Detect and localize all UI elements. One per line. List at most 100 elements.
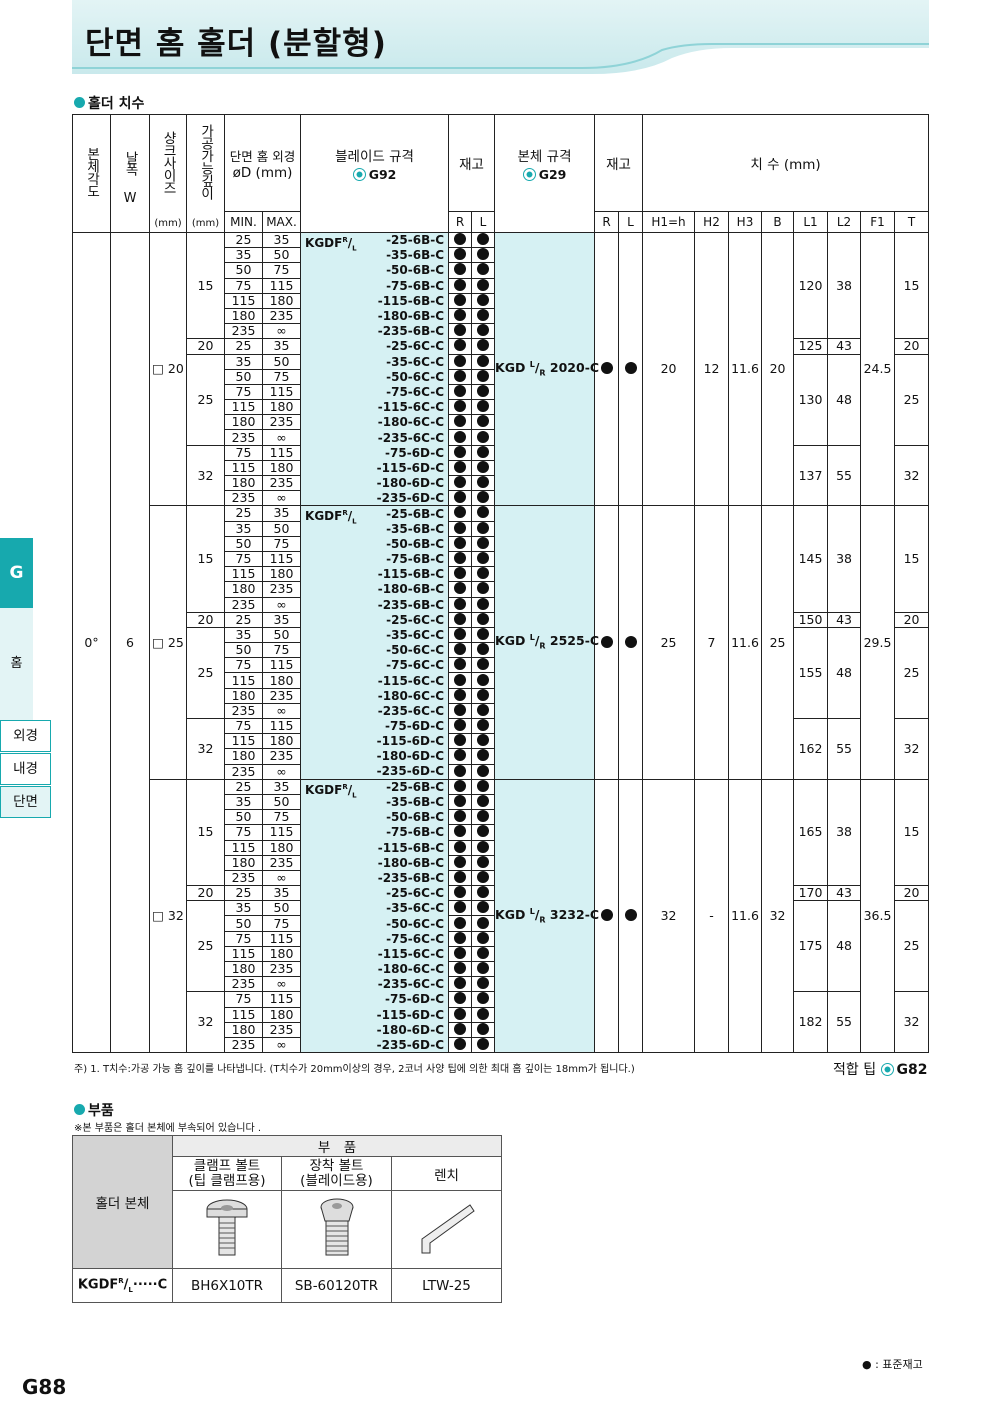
cell-stock-l (471, 414, 496, 431)
cell-stock-r (448, 1036, 473, 1054)
cell-l1: 182 (793, 991, 829, 1054)
cell-max: 180 (261, 399, 302, 416)
cell-h3: 11.6 (728, 505, 763, 780)
cell-stock-r (448, 399, 473, 416)
stock-dot-icon (477, 962, 490, 975)
cell-blade-code: -115-6C-C (300, 946, 450, 962)
cell-stock-l (471, 793, 496, 811)
stock-dot-icon (477, 309, 490, 322)
body-ref-link[interactable]: G29 (538, 166, 567, 182)
section-parts: 부품 (74, 1100, 114, 1120)
cell-max: 115 (261, 930, 302, 947)
stock-dot-icon (624, 908, 637, 921)
cell-max: ∞ (261, 869, 302, 887)
cell-max: 235 (261, 854, 302, 871)
parts-header: 부 품 (171, 1135, 503, 1157)
cell-stock-l (471, 733, 496, 750)
cell-blade-code: KGDFR/L-25-6B-C (300, 231, 450, 252)
cell-stock-l (471, 611, 496, 628)
stock-dot-icon (600, 908, 613, 921)
cell-blade-code: -115-6C-C (300, 672, 450, 689)
cell-stock-r (448, 839, 473, 856)
cell-stock-l (471, 702, 496, 720)
stock-dot-icon (454, 627, 467, 640)
stock-dot-icon (477, 567, 490, 580)
cell-blade-code: -35-6C-C (300, 354, 450, 370)
cell-stock-r (448, 717, 473, 735)
stock-dot-icon (477, 369, 490, 382)
cell-t: 25 (894, 900, 930, 993)
cell-blade-code: -75-6C-C (300, 384, 450, 400)
cell-l1: 125 (793, 338, 829, 355)
cell-stock-r (448, 748, 473, 765)
cell-stock-r (448, 535, 473, 552)
cell-stock-l (471, 748, 496, 765)
blade-ref-link[interactable]: G92 (368, 166, 397, 182)
cell-min: 35 (224, 626, 263, 644)
col-angle: 본체각도 (72, 114, 111, 233)
cell-stock-r (448, 231, 473, 249)
stock-dot-icon (454, 658, 467, 671)
cell-blade-code: -75-6D-C (300, 991, 450, 1008)
stock-dot-icon (477, 1022, 490, 1035)
cell-b: 32 (761, 778, 795, 1054)
cell-stock-l (471, 687, 496, 704)
cell-h3: 11.6 (728, 778, 763, 1054)
parts-col-clamp-bolt: 클램프 볼트(팁 클램프용) (172, 1156, 282, 1191)
cell-min: 75 (224, 277, 263, 294)
side-tab-letter[interactable]: G (0, 538, 33, 608)
cell-stock-r (448, 930, 473, 947)
cell-blade-code: -235-6B-C (300, 870, 450, 886)
cell-max: ∞ (261, 429, 302, 446)
tip-ref-link[interactable]: G82 (896, 1062, 928, 1078)
cell-angle: 0° (72, 231, 111, 1054)
cell-l2: 38 (827, 505, 862, 613)
cell-l1: 130 (793, 353, 829, 446)
cell-blade-code: -180-6C-C (300, 688, 450, 704)
side-item-face[interactable]: 단면 (0, 786, 51, 818)
cell-stock-r (448, 991, 473, 1008)
cell-t: 32 (894, 444, 930, 507)
side-item-inner[interactable]: 내경 (0, 753, 51, 785)
cell-h1: 25 (642, 505, 696, 780)
table-row: 235∞-235-6D-C (73, 1036, 929, 1054)
cell-blade-code: -235-6C-C (300, 429, 450, 446)
parts-note: ※본 부품은 홀더 본체에 부속되어 있습니다 . (74, 1123, 262, 1134)
side-item-outer[interactable]: 외경 (0, 720, 51, 752)
cell-stock-r (448, 854, 473, 871)
stock-dot-icon (454, 582, 467, 595)
cell-min: 235 (224, 976, 263, 993)
cell-stock-l (471, 626, 496, 644)
cell-max: 35 (261, 505, 302, 522)
cell-stock-l (471, 991, 496, 1008)
stock-dot-icon (454, 369, 467, 382)
stock-dot-icon (477, 764, 490, 777)
cell-stock-r (448, 687, 473, 704)
clamp-bolt-image (172, 1190, 282, 1269)
cell-blade-code: KGDFR/L-25-6B-C (300, 505, 450, 526)
cell-stock-l (471, 1021, 496, 1038)
cell-max: 180 (261, 945, 302, 963)
stock-dot-icon (454, 886, 467, 899)
mount-bolt-icon (320, 1198, 353, 1255)
stock-dot-icon (454, 977, 467, 990)
stock-dot-icon (454, 992, 467, 1005)
stock-dot-icon (477, 248, 490, 261)
cell-min: 50 (224, 915, 263, 932)
section-title: 부품 (88, 1103, 114, 1119)
cell-max: 35 (261, 611, 302, 628)
cell-stock-l (471, 292, 496, 309)
stock-dot-icon (454, 491, 467, 504)
stock-dot-icon (477, 1007, 490, 1020)
stock-dot-icon (454, 1007, 467, 1020)
cell-l1: 150 (793, 611, 829, 628)
